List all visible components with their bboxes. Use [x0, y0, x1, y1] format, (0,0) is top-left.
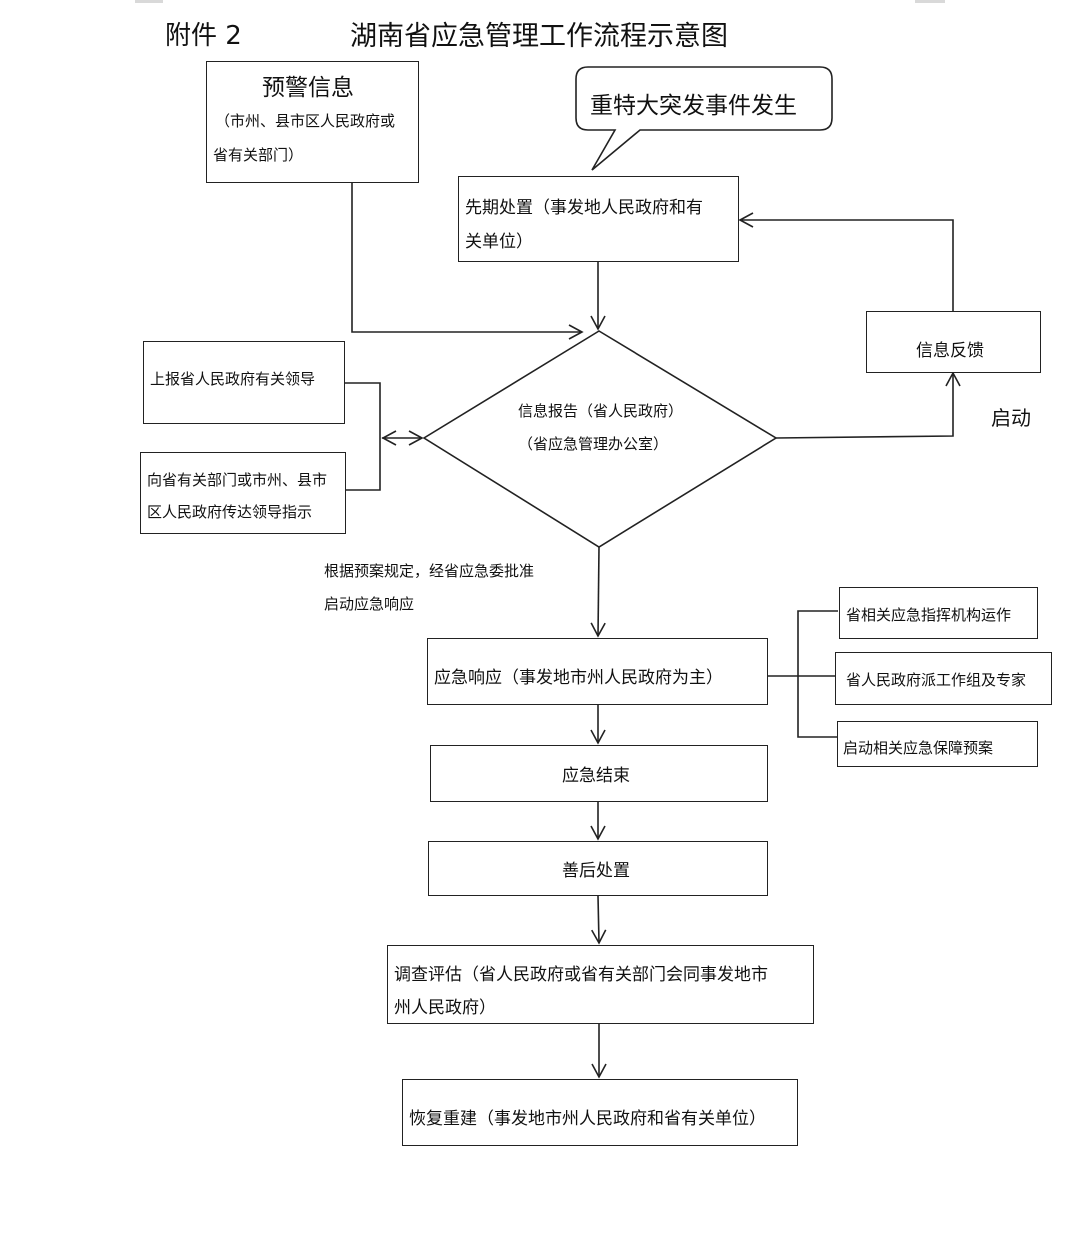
convey-line1: 向省有关部门或市州、县市	[147, 471, 328, 489]
start-label: 启动	[991, 406, 1031, 430]
event-bubble-text: 重特大突发事件发生	[590, 93, 797, 119]
warning-title: 预警信息	[262, 75, 354, 101]
warning-info-box: 预警信息 （市州、县市区人民政府或 省有关部门）	[206, 61, 419, 183]
arrow-report-to-feedback	[775, 371, 961, 439]
left-bracket	[345, 382, 381, 491]
investigation-line2: 州人民政府）	[394, 998, 496, 1018]
emergency-end-box: 应急结束	[430, 745, 768, 802]
reconstruction-label: 恢复重建（事发地市州人民政府和省有关单位）	[409, 1109, 766, 1129]
top-edge-mark-left	[135, 0, 163, 3]
arrow-report-to-response	[590, 546, 606, 638]
info-feedback-label: 信息反馈	[916, 341, 984, 361]
right-bracket	[797, 610, 838, 738]
warning-line1: （市州、县市区人民政府或	[215, 112, 396, 130]
investigation-line1: 调查评估（省人民政府或省有关部门会同事发地市	[394, 965, 768, 985]
arrow-feedback-to-early	[738, 212, 954, 311]
warning-line2: 省有关部门）	[213, 146, 304, 164]
arrow-aftermath-to-investigate	[591, 895, 607, 945]
info-report-line1: 信息报告（省人民政府）	[518, 402, 684, 420]
aftermath-label: 善后处置	[562, 861, 630, 881]
top-edge-mark-right	[915, 0, 945, 3]
info-feedback-box: 信息反馈	[866, 311, 1041, 373]
emergency-end-label: 应急结束	[562, 766, 630, 786]
early-line2: 关单位）	[465, 232, 533, 252]
emergency-response-box: 应急响应（事发地市州人民政府为主）	[427, 638, 768, 705]
reconstruction-box: 恢复重建（事发地市州人民政府和省有关单位）	[402, 1079, 798, 1146]
aftermath-box: 善后处置	[428, 841, 768, 896]
early-line1: 先期处置（事发地人民政府和有	[465, 198, 703, 218]
attachment-label: 附件 2	[165, 21, 242, 51]
side-label-command: 省相关应急指挥机构运作	[846, 606, 1012, 624]
side-box-plan: 启动相关应急保障预案	[837, 721, 1038, 767]
page-title: 湖南省应急管理工作流程示意图	[350, 21, 728, 52]
early-handling-box: 先期处置（事发地人民政府和有 关单位）	[458, 176, 739, 262]
report-leaders-label: 上报省人民政府有关领导	[150, 370, 316, 388]
side-label-plan: 启动相关应急保障预案	[843, 739, 994, 757]
arrow-warning-to-report	[351, 182, 584, 340]
event-bubble-shape	[575, 66, 833, 171]
convey-instructions-box: 向省有关部门或市州、县市 区人民政府传达领导指示	[140, 452, 346, 534]
info-report-line2: （省应急管理办公室）	[518, 435, 669, 453]
side-label-workgroup: 省人民政府派工作组及专家	[846, 671, 1027, 689]
plan-note-line1: 根据预案规定，经省应急委批准	[324, 562, 535, 580]
side-box-command: 省相关应急指挥机构运作	[839, 587, 1038, 639]
double-arrow-left-head	[381, 430, 397, 446]
plan-note-line2: 启动应急响应	[324, 595, 415, 613]
convey-line2: 区人民政府传达领导指示	[147, 503, 313, 521]
emergency-response-label: 应急响应（事发地市州人民政府为主）	[434, 668, 723, 688]
report-leaders-box: 上报省人民政府有关领导	[143, 341, 345, 424]
side-box-workgroup: 省人民政府派工作组及专家	[835, 652, 1052, 705]
investigation-box: 调查评估（省人民政府或省有关部门会同事发地市 州人民政府）	[387, 945, 814, 1024]
